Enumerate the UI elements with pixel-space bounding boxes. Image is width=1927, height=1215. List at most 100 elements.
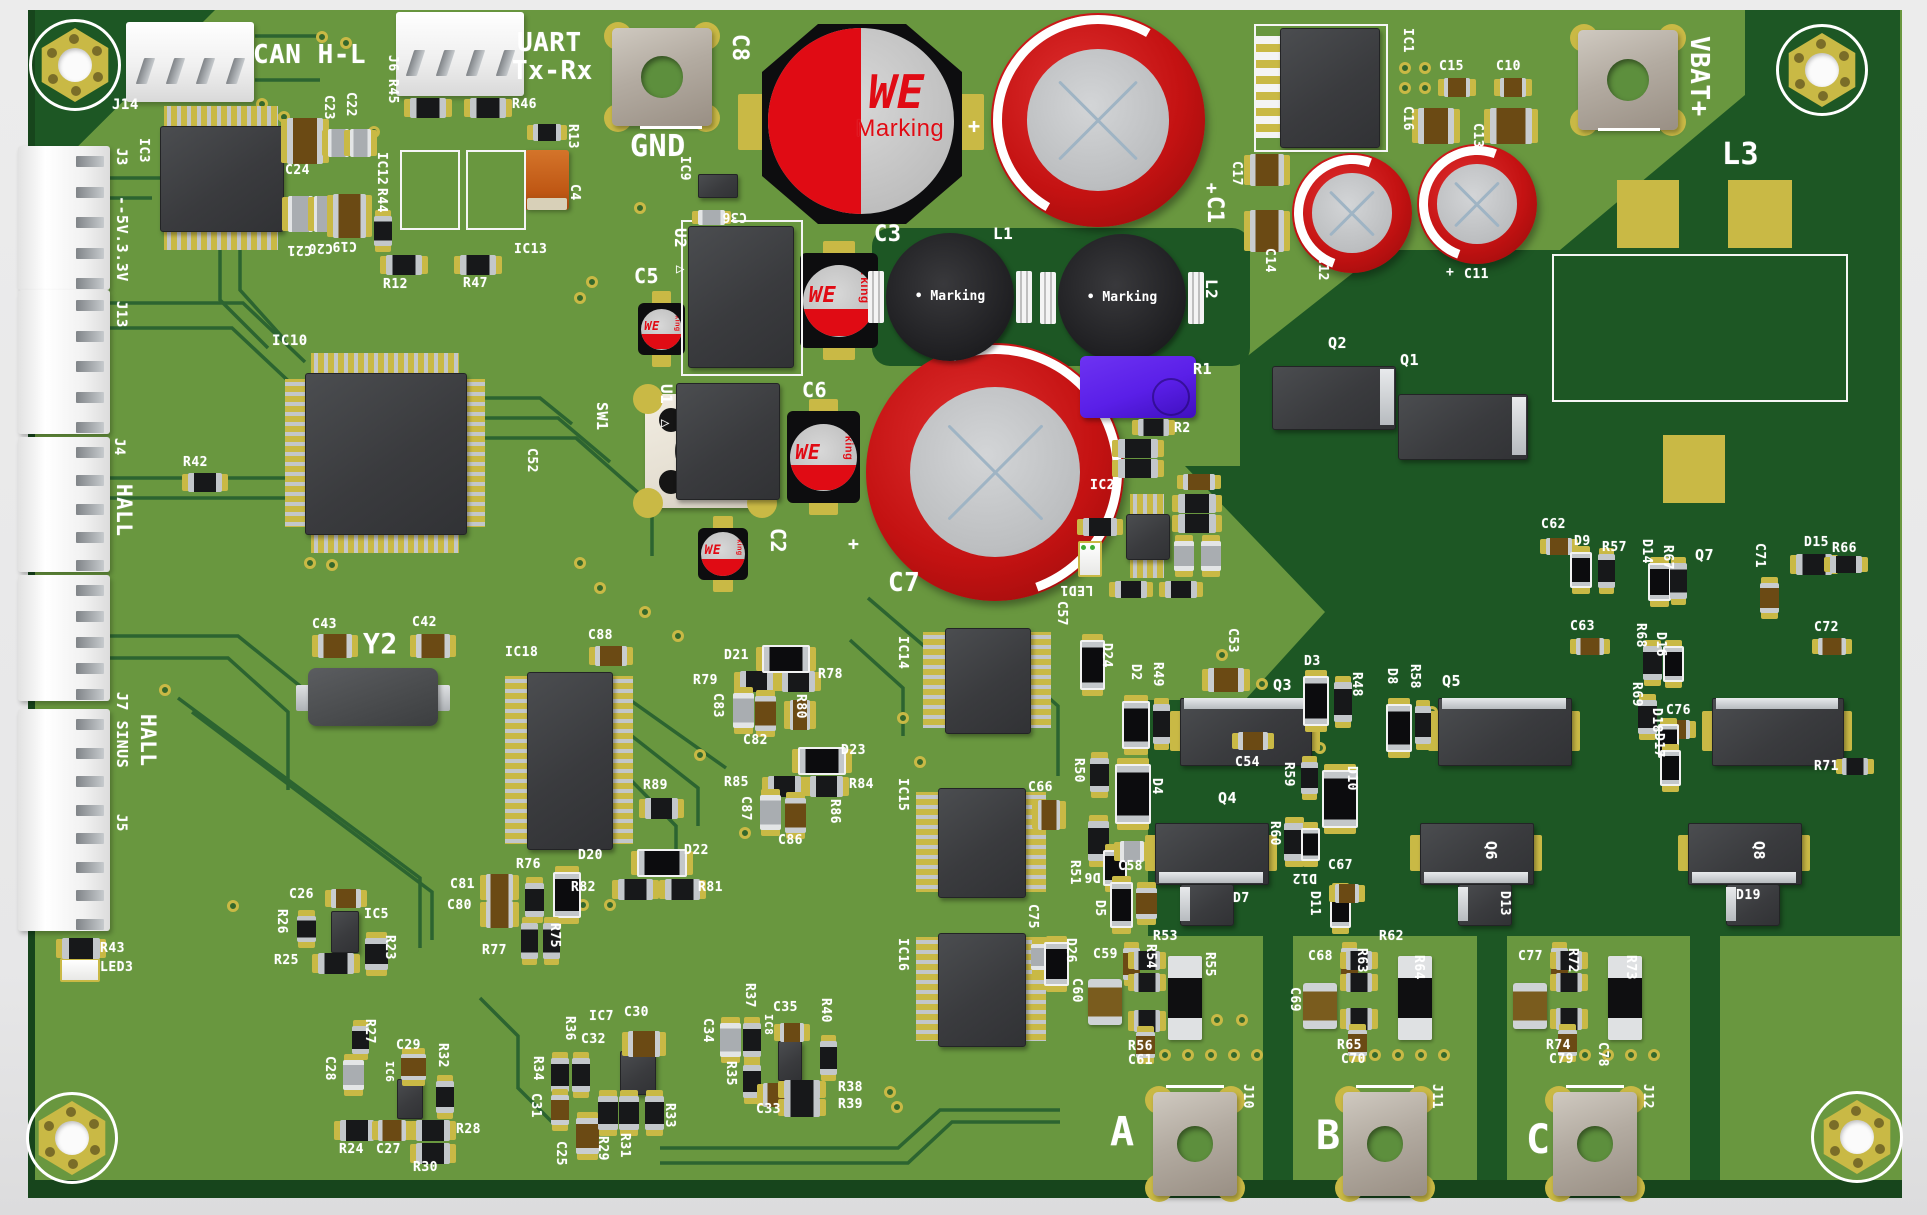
soic-body — [938, 933, 1026, 1047]
hole-dot — [67, 1158, 78, 1169]
capacitor-body — [595, 646, 627, 666]
hole-dot — [89, 1119, 100, 1130]
capacitor-body — [760, 795, 781, 830]
diode — [1115, 758, 1151, 830]
solder-pad — [1639, 694, 1656, 704]
power-resistor-R1 — [1080, 356, 1196, 418]
resistor-body — [784, 1080, 820, 1099]
silkscreen-label-Y2: Y2 — [363, 627, 398, 660]
soic-body — [160, 126, 284, 232]
silkscreen-label-R32: R32 — [435, 1043, 450, 1068]
resistor — [645, 1090, 664, 1136]
silkscreen-label-R36: R36 — [562, 1016, 577, 1041]
electrolytic-cap-C1 — [969, 0, 1227, 249]
capacitor-body — [1250, 210, 1284, 252]
diode — [1110, 876, 1133, 934]
silkscreen-label-C7: C7 — [888, 568, 921, 598]
solder-pad — [509, 902, 519, 927]
capacitor — [327, 194, 372, 238]
capacitor-body — [790, 700, 810, 730]
solder-pad — [1132, 420, 1142, 435]
resistor — [1598, 548, 1615, 594]
silkscreen-label-Q4: Q4 — [1218, 789, 1238, 807]
silkscreen-label-R30: R30 — [413, 1160, 438, 1175]
via — [1205, 1049, 1217, 1061]
solder-pad — [761, 826, 780, 836]
resistor-body — [1134, 951, 1160, 970]
silkscreen-label-D4: D4 — [1149, 778, 1164, 795]
solder-pad — [446, 635, 456, 657]
solder-pad — [1842, 639, 1852, 654]
silkscreen-label-R76: R76 — [516, 857, 541, 872]
silkscreen-line — [1356, 1085, 1414, 1088]
solder-pad — [362, 195, 372, 237]
solder-pad — [442, 99, 452, 117]
capacitor-body — [1183, 474, 1215, 490]
solder-pad — [182, 474, 192, 491]
soic-pins-bottom — [1130, 558, 1164, 578]
silkscreen-label-L2: L2 — [1202, 279, 1221, 300]
silkscreen-label-C62: C62 — [1541, 517, 1566, 532]
silkscreen-label-R46: R46 — [512, 97, 537, 112]
connector-pin — [76, 475, 104, 487]
silkscreen-label-R82: R82 — [571, 880, 596, 895]
solder-pad — [1156, 952, 1166, 969]
via — [1648, 1049, 1660, 1061]
solder-pad — [1117, 820, 1149, 830]
capacitor-body — [1120, 841, 1144, 862]
solder-pad — [683, 851, 693, 875]
bulk-cap — [1303, 983, 1337, 1029]
capacitor-body — [331, 889, 361, 908]
solder-pad — [1570, 639, 1580, 654]
capacitor-body — [1576, 638, 1604, 655]
resistor — [1340, 951, 1378, 970]
via — [1228, 1049, 1240, 1061]
capacitor-body — [486, 901, 513, 928]
resistor-body — [1301, 762, 1318, 794]
hole-ring — [1811, 1091, 1903, 1183]
solder-pad — [1428, 711, 1440, 751]
resistor — [374, 210, 392, 252]
capacitor — [784, 700, 816, 730]
electrolytic-cap-C12 — [1274, 135, 1430, 291]
resistor-body — [1178, 514, 1216, 533]
silkscreen-label-GND: GND — [630, 129, 686, 164]
connector-pin — [76, 919, 104, 930]
connector-pin — [76, 503, 104, 515]
silkscreen-label-D15: D15 — [1804, 535, 1829, 550]
solder-pad — [1349, 1052, 1366, 1062]
solder-pad — [1540, 539, 1550, 554]
resistor-body — [1153, 704, 1170, 744]
via — [586, 276, 598, 288]
solder-pad — [1128, 1011, 1138, 1031]
solder-pad — [1128, 952, 1138, 969]
silkscreen-label-R40: R40 — [818, 998, 833, 1023]
solder-pad — [646, 1126, 663, 1136]
silkscreen-label-R89: R89 — [643, 778, 668, 793]
solder-pad — [552, 1052, 568, 1062]
solder-pad — [402, 1048, 425, 1058]
ic-IC8 — [778, 1041, 802, 1081]
solder-pad — [344, 1054, 363, 1064]
capacitor — [1174, 535, 1194, 577]
solder-pad — [1662, 782, 1679, 792]
solder-pad — [1599, 584, 1614, 594]
solder-pad — [577, 1150, 598, 1160]
shunt-body — [1608, 956, 1642, 1040]
resistor-body — [1830, 556, 1862, 573]
diode-D7 — [1180, 884, 1234, 926]
solder-pad — [480, 902, 490, 927]
solder-pad — [1303, 857, 1318, 867]
fet-body — [1272, 366, 1396, 430]
capacitor-body — [318, 634, 352, 658]
solder-pad — [1112, 924, 1131, 934]
connector-pin — [76, 719, 104, 730]
via — [639, 606, 651, 618]
solder-pad — [1109, 582, 1119, 597]
solder-pad — [744, 1094, 760, 1104]
solder-pad — [800, 1024, 810, 1041]
resistor-body — [1334, 682, 1352, 722]
